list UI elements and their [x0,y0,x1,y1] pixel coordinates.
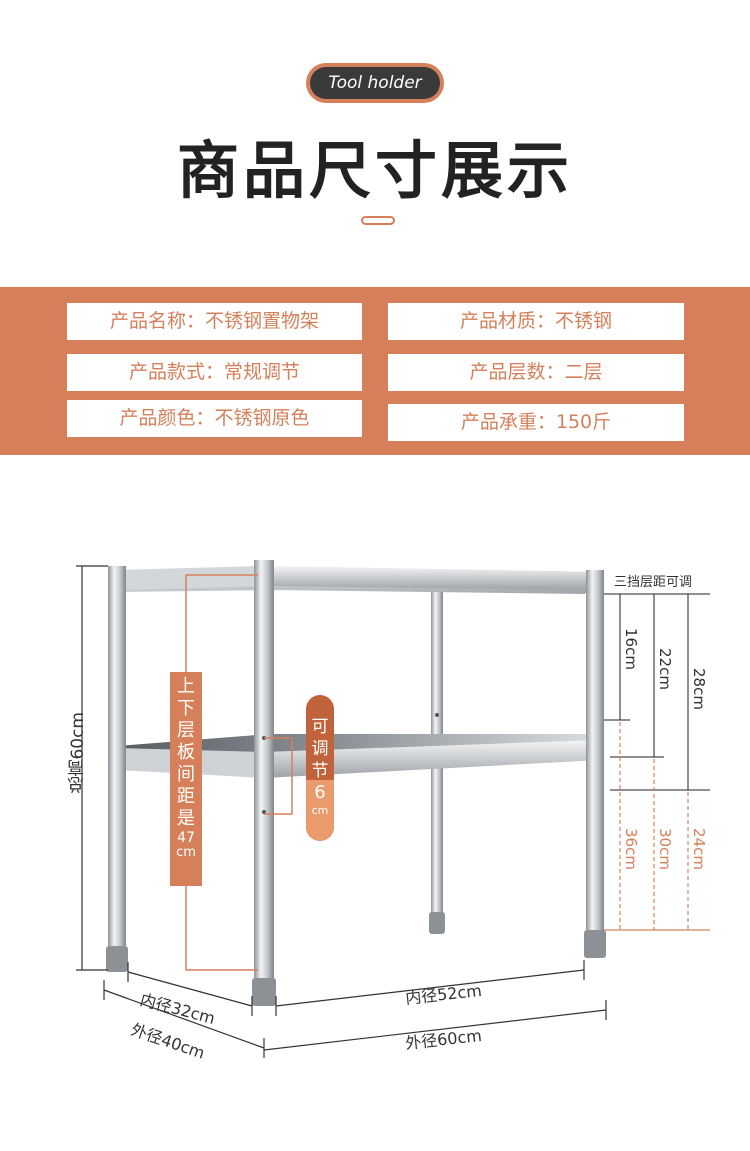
spec-material: 产品材质：不锈钢 [388,303,684,340]
inner-depth-line [127,971,253,1007]
spec-value: 常规调节 [224,361,301,383]
gap-22-label: 22cm [656,648,674,690]
title-underline [361,216,395,225]
adjust-char: 节 [311,761,329,781]
front-right-foot [584,930,606,958]
layer-gap-char: 板 [177,742,195,763]
top-shelf-front-edge [264,566,600,590]
top-shelf-side-edge [118,566,264,590]
adjust-bracket [264,737,293,815]
spec-value: 150斤 [555,411,612,433]
layer-gap-char: 上 [177,676,195,697]
adjust-label-pill-lower [306,780,334,841]
gap-30-label: 30cm [656,828,674,870]
spec-label: 产品款式： [128,361,224,383]
spec-style: 产品款式：常规调节 [67,354,362,391]
spec-value: 不锈钢 [555,310,613,332]
spec-color: 产品颜色：不锈钢原色 [67,400,362,437]
spec-label: 产品承重： [460,411,556,433]
spec-value: 二层 [564,361,603,383]
adjust-hole [435,713,439,717]
layer-gap-char: 层 [177,720,195,741]
layer-gap-value: 47 [177,830,195,846]
tool-holder-badge: Tool holder [306,63,444,103]
page-title: 商品尺寸展示 [176,134,573,207]
lower-shelf-front-edge [264,740,600,778]
spec-layers: 产品层数：二层 [388,354,684,391]
total-height-label: 总高60cm [68,712,88,794]
front-left-leg [254,560,274,990]
layer-gap-label: 上 下 层 板 间 距 是 47 cm [172,676,200,860]
inner-width-line [275,969,585,1007]
spec-value: 不锈钢原色 [214,407,310,429]
layer-gap-label-box [170,672,202,886]
spec-value: 不锈钢置物架 [205,310,320,332]
outer-depth-line [103,989,265,1049]
adjust-char: 调 [311,739,329,759]
adjust-value: 6 [314,782,326,803]
outer-width-line [263,1009,607,1051]
spec-label: 产品层数： [469,361,565,383]
adjust-hole [262,810,266,814]
left-back-leg [108,566,126,956]
gap-36-label: 36cm [622,828,640,870]
badge-label: Tool holder [310,67,440,99]
adjust-label: 可 调 节 6 cm [306,716,334,818]
left-back-foot [106,946,128,972]
spec-name: 产品名称：不锈钢置物架 [67,303,362,340]
gap-28-label: 28cm [690,668,708,710]
spec-label: 产品材质： [459,310,555,332]
gap-24-label: 24cm [690,828,708,870]
back-right-foot [429,912,445,934]
spec-label: 产品名称： [109,310,205,332]
front-right-leg [586,570,604,940]
layer-gap-unit: cm [176,845,196,860]
front-left-foot [252,978,276,1006]
spec-load: 产品承重：150斤 [388,404,684,441]
layer-gap-char: 距 [177,786,195,807]
layer-gap-char: 是 [177,808,195,829]
adjust-unit: cm [311,804,329,817]
adjust-char: 可 [311,717,329,737]
spec-label: 产品颜色： [119,407,215,429]
layer-gap-char: 间 [177,764,195,785]
three-positions-label: 三挡层距可调 [614,575,693,590]
layer-gap-char: 下 [177,698,195,719]
gap-16-label: 16cm [622,628,640,670]
